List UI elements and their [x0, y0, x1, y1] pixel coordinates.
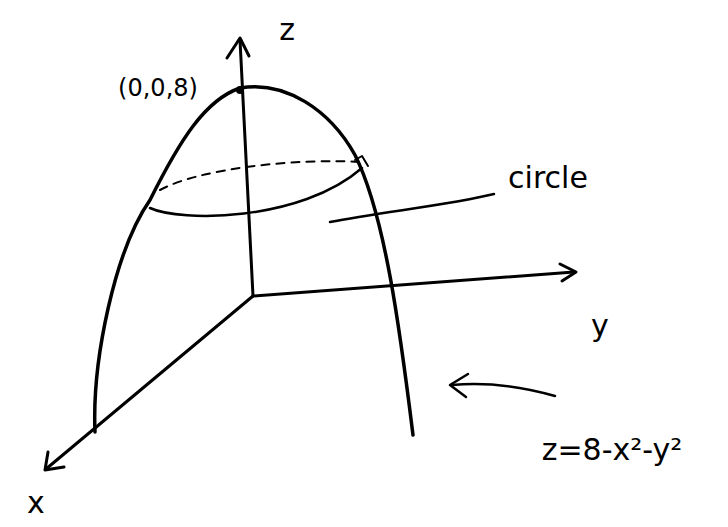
axis-label: y: [591, 311, 609, 341]
surface-arrow: [452, 384, 555, 396]
cross-section-front: [150, 168, 362, 216]
y-axis-arrowhead: [560, 264, 576, 281]
y-axis: [253, 272, 574, 296]
z-axis-arrowhead: [227, 38, 249, 58]
apex-point: [236, 86, 244, 94]
x-axis: [46, 296, 253, 469]
callout-label: circle: [508, 163, 588, 193]
x-axis-arrowhead: [45, 452, 64, 470]
cross-section-tick: [355, 156, 368, 166]
cross-section-back: [160, 161, 358, 190]
equation-label: z=8-x²-y²: [542, 435, 683, 465]
point-label: (0,0,8): [118, 76, 198, 100]
axis-label: x: [27, 488, 45, 518]
paraboloid-outline: [95, 87, 413, 435]
axis-label: z: [279, 15, 295, 45]
leader-line: [330, 194, 494, 222]
surface-arrowhead: [450, 374, 468, 397]
